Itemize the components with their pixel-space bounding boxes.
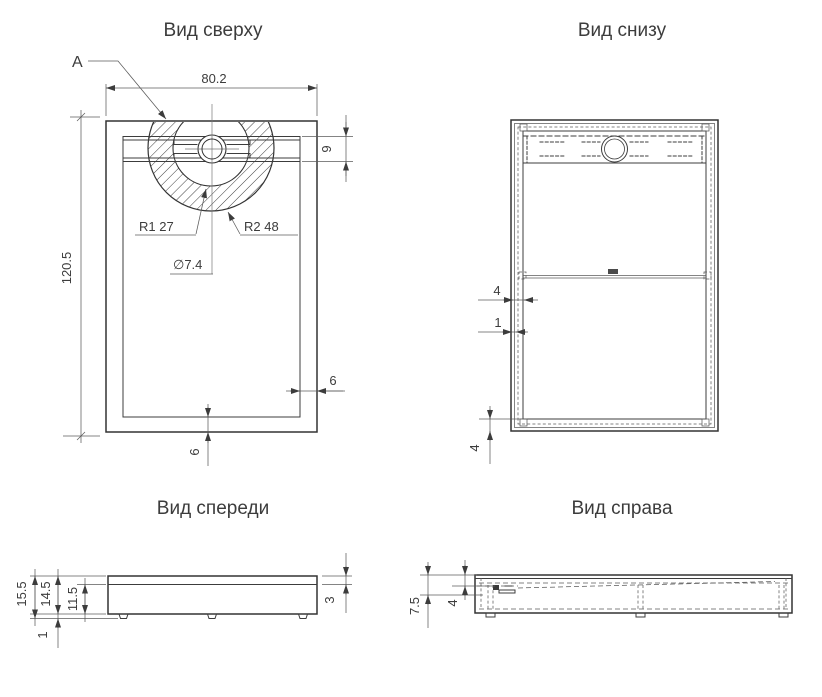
dim-height-label: 120.5	[59, 252, 74, 285]
right-feet	[485, 612, 789, 618]
bottom-drain-inner-circle	[604, 138, 625, 160]
callout-drain-diameter: ∅7.4	[170, 257, 213, 275]
right-drain-trap	[493, 585, 516, 594]
dim-bottom-border-4: 4	[467, 406, 523, 464]
front-extension-lines	[30, 575, 118, 619]
dim-wall-label: 1	[494, 315, 501, 330]
right-view-title: Вид справа	[571, 498, 672, 519]
top-view: Вид сверху A	[59, 20, 353, 466]
rib-center-mark	[608, 269, 618, 274]
dim-border-right-6: 6	[286, 373, 345, 394]
bottom-dashed-rect	[517, 126, 712, 425]
front-view-title: Вид спереди	[157, 498, 269, 519]
dim-channel-9: 9	[302, 115, 353, 182]
dim-left-height-7-5: 7.5	[407, 562, 431, 628]
dim-top-offset-label: 4	[445, 599, 460, 606]
front-feet	[118, 613, 309, 619]
dim-rib-offset-label: 4	[493, 283, 500, 298]
front-view: Вид спереди 15.5 14.5	[14, 498, 352, 648]
callout-radius-inner: R1 27	[135, 188, 207, 236]
dim-width-label: 80.2	[201, 71, 226, 86]
dim-rim-height-label: 3	[322, 596, 337, 603]
dim-inner-height-label: 11.5	[65, 587, 80, 611]
bottom-view-title: Вид снизу	[578, 20, 667, 41]
dim-border-bottom-6: 6	[187, 404, 211, 466]
drain-diameter-label: ∅7.4	[173, 257, 202, 272]
dim-height-120-5: 120.5	[59, 110, 100, 443]
dim-inner-height-11-5: 11.5	[65, 578, 88, 622]
dim-body-height-label: 14.5	[38, 581, 53, 606]
bottom-inner-rect	[522, 130, 707, 420]
right-view: Вид справа	[407, 498, 793, 628]
dim-width-80-2: 80.2	[105, 71, 318, 116]
drain-inner-circle	[201, 138, 223, 160]
dim-body-height-14-5: 14.5	[38, 569, 61, 648]
right-body-rect	[474, 574, 793, 614]
dim-total-height-15-5: 15.5	[14, 569, 38, 626]
dim-bottom-border-label: 4	[467, 444, 482, 451]
dim-border-right-label: 6	[329, 373, 336, 388]
tray-outer-rect	[105, 120, 318, 433]
dim-foot-height-1: 1	[35, 618, 61, 639]
bottom-outer-rect	[510, 119, 719, 432]
bottom-frame-rect	[514, 123, 715, 428]
radius-inner-label: R1 27	[139, 219, 174, 234]
front-body-rect	[107, 575, 318, 615]
dim-rib-offset-4: 4	[478, 283, 538, 303]
callout-radius-outer: R2 48	[227, 211, 298, 236]
bottom-drain-channel	[522, 135, 707, 164]
dim-total-height-label: 15.5	[14, 581, 29, 606]
bottom-view: Вид снизу	[467, 20, 719, 464]
dim-top-offset-4: 4	[445, 560, 468, 607]
tray-inner-border	[122, 136, 301, 418]
corner-feet	[519, 123, 710, 427]
dim-foot-height-label: 1	[35, 631, 50, 638]
dim-left-height-label: 7.5	[407, 597, 422, 615]
radius-outer-label: R2 48	[244, 219, 279, 234]
middle-rib	[518, 269, 712, 280]
section-label-a: A	[72, 54, 83, 71]
dim-rim-height-3: 3	[322, 553, 352, 613]
dim-channel-label: 9	[319, 145, 334, 152]
right-hidden-lines	[477, 578, 789, 610]
dim-wall-1: 1	[478, 315, 528, 335]
section-leader-line	[88, 60, 167, 120]
top-view-title: Вид сверху	[164, 20, 263, 41]
dim-border-bottom-label: 6	[187, 448, 202, 455]
bottom-drain-outer-circle	[601, 135, 628, 163]
